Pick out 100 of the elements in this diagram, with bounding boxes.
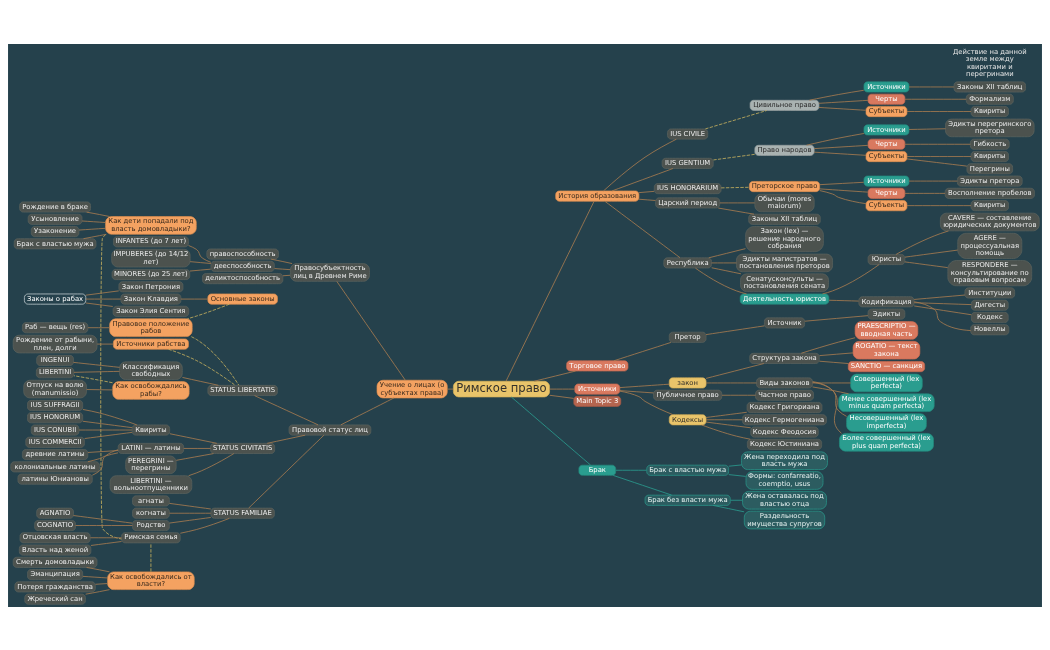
connector (813, 151, 867, 156)
connector (446, 388, 454, 389)
connector (717, 207, 755, 215)
connector (701, 424, 751, 440)
connector (719, 202, 755, 203)
connector (613, 341, 672, 361)
connector (819, 352, 854, 356)
connector (168, 348, 236, 386)
connector (906, 155, 972, 157)
connector (705, 418, 743, 420)
connector (183, 447, 211, 449)
connector (266, 434, 306, 444)
connector (90, 536, 122, 538)
connector (730, 499, 743, 501)
connector (611, 167, 674, 191)
connector (604, 200, 681, 258)
connector (549, 388, 576, 389)
connector (906, 110, 972, 112)
connector (712, 504, 745, 512)
connector (828, 299, 859, 301)
connector (73, 514, 133, 524)
connector (708, 247, 746, 258)
connector (336, 280, 406, 380)
connector (86, 388, 114, 390)
connector (274, 267, 291, 270)
connector (619, 383, 670, 388)
connector (87, 326, 111, 328)
connector (728, 473, 747, 477)
connector (90, 540, 122, 546)
connector (705, 362, 765, 379)
connector (913, 300, 972, 331)
connector (179, 517, 230, 534)
connector (282, 274, 291, 276)
connector (254, 394, 319, 425)
connector (175, 452, 214, 461)
connector (188, 244, 212, 263)
connector (804, 314, 869, 322)
connector (638, 190, 655, 193)
connector (82, 420, 133, 428)
connector (73, 374, 113, 383)
connector (819, 181, 865, 185)
node-box: Римское право (453, 380, 550, 397)
connector (705, 421, 752, 428)
connector (619, 389, 654, 393)
connector (75, 524, 133, 526)
connector (186, 303, 230, 319)
connector (615, 469, 647, 471)
connector (169, 512, 212, 514)
connector (812, 382, 851, 383)
connector (908, 180, 958, 181)
connector (705, 109, 767, 129)
connector (188, 452, 235, 476)
connector (510, 396, 591, 465)
connector (82, 408, 138, 425)
connector (695, 267, 747, 294)
connector (908, 127, 946, 130)
connector (818, 99, 869, 104)
connector (73, 361, 120, 368)
connector (85, 289, 120, 296)
connector (705, 324, 765, 335)
connector (189, 268, 212, 271)
connector (340, 397, 395, 425)
connector (819, 189, 867, 204)
connector (913, 294, 966, 300)
connector (813, 144, 869, 149)
connector (603, 138, 677, 191)
connector (73, 370, 120, 373)
connector (913, 305, 972, 315)
connector (904, 192, 946, 194)
connector (95, 582, 108, 585)
connector (82, 575, 108, 578)
connector (906, 204, 972, 206)
connector (913, 301, 972, 305)
connector (150, 542, 152, 572)
connector (100, 233, 122, 539)
connector (705, 411, 748, 418)
connector (81, 220, 106, 223)
connector (904, 249, 958, 258)
connector (819, 360, 849, 364)
connector (84, 431, 133, 439)
connector (549, 394, 575, 399)
connector (83, 233, 107, 239)
connector (705, 382, 757, 383)
connector (169, 432, 218, 444)
connector (638, 198, 656, 201)
connector (895, 230, 949, 255)
connector (908, 86, 955, 87)
connector (711, 262, 737, 263)
connector (182, 376, 219, 386)
connector (248, 434, 325, 508)
connector (713, 153, 756, 160)
connector (721, 394, 756, 396)
connector (86, 211, 110, 217)
connector (85, 302, 114, 307)
connector (189, 260, 212, 264)
connector (904, 260, 949, 268)
connector (822, 263, 880, 294)
connector (818, 106, 867, 111)
connector (180, 298, 209, 299)
connector (169, 516, 212, 523)
